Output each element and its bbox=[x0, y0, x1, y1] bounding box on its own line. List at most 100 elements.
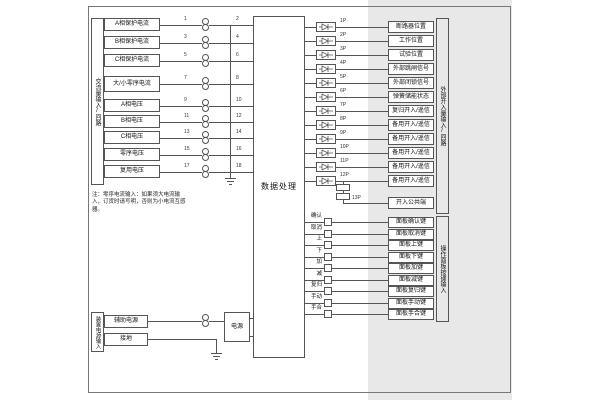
wire bbox=[209, 25, 253, 26]
push-button-icon bbox=[324, 264, 332, 272]
panel-key-name: 确认 bbox=[310, 213, 322, 219]
diode-icon bbox=[319, 93, 333, 101]
wire bbox=[209, 61, 253, 62]
ac-input-group-label: 交流量输入/回路 bbox=[91, 18, 104, 185]
push-button-icon bbox=[324, 310, 332, 318]
wire bbox=[336, 41, 388, 42]
panel-key-label: 面板确认键 bbox=[388, 217, 434, 228]
terminal-label: 2P bbox=[340, 32, 347, 38]
di-label: 备用开入/遥信 bbox=[388, 147, 434, 159]
opto-isolator bbox=[316, 36, 336, 46]
panel-key-name: 手动 bbox=[310, 294, 322, 300]
wire bbox=[305, 83, 316, 84]
wire bbox=[336, 139, 388, 140]
wire bbox=[336, 27, 388, 28]
ac-input-label: C相保护电流 bbox=[104, 54, 160, 67]
terminal-label: 10 bbox=[236, 97, 242, 103]
wire bbox=[336, 181, 388, 182]
panel-key-label: 面板手动键 bbox=[388, 298, 434, 309]
footnote: 注：零序电流输入：如果须大电流输入，订货时请写明，否则为小电流互感器。 bbox=[92, 192, 186, 213]
wire bbox=[336, 167, 388, 168]
page-frame bbox=[88, 6, 511, 393]
wire bbox=[305, 111, 316, 112]
terminal-label: 11 bbox=[184, 113, 190, 119]
wire bbox=[305, 69, 316, 70]
panel-key-label: 面板减键 bbox=[388, 275, 434, 286]
wire bbox=[160, 106, 202, 107]
terminal-label: 9P bbox=[340, 130, 347, 136]
terminal-label: 5P bbox=[340, 74, 347, 80]
terminal-label: 10P bbox=[340, 144, 349, 150]
opto-isolator bbox=[316, 78, 336, 88]
wire bbox=[332, 303, 388, 304]
terminal-label: 7 bbox=[184, 75, 187, 81]
opto-isolator bbox=[316, 176, 336, 186]
push-button-icon bbox=[324, 287, 332, 295]
opto-isolator bbox=[316, 148, 336, 158]
wire bbox=[305, 245, 324, 246]
panel-key-name: 加 bbox=[316, 259, 322, 265]
wire bbox=[250, 318, 253, 319]
wire bbox=[332, 234, 388, 235]
wire bbox=[305, 27, 316, 28]
wire bbox=[209, 138, 253, 139]
push-button-icon bbox=[324, 241, 332, 249]
di-label: 备用开入/遥信 bbox=[388, 133, 434, 145]
terminal-label: 5 bbox=[184, 52, 187, 58]
wire bbox=[332, 257, 388, 258]
wire bbox=[209, 122, 253, 123]
power-input-group-label: 装置电源输入 bbox=[91, 312, 104, 352]
di-label: 备用开入/遥信 bbox=[388, 175, 434, 187]
terminal-label: 1P bbox=[340, 18, 347, 24]
panel-key-name: 复归 bbox=[310, 282, 322, 288]
push-button-icon bbox=[324, 253, 332, 261]
link-box bbox=[336, 184, 350, 191]
diode-icon bbox=[319, 163, 333, 171]
wire bbox=[305, 257, 324, 258]
ct-symbol bbox=[202, 320, 209, 327]
wire bbox=[160, 43, 202, 44]
ct-symbol bbox=[202, 121, 209, 128]
wire bbox=[332, 314, 388, 315]
terminal-label: 12 bbox=[236, 113, 242, 119]
wire bbox=[336, 153, 388, 154]
wire bbox=[305, 181, 316, 182]
wire bbox=[213, 356, 220, 357]
wire bbox=[160, 172, 202, 173]
ac-input-label: B相电压 bbox=[104, 115, 160, 128]
panel-key-name: 减 bbox=[316, 271, 322, 277]
wire bbox=[230, 25, 231, 175]
diode-icon bbox=[319, 23, 333, 31]
power-row-label: 辅助电源 bbox=[104, 315, 148, 328]
panel-key-label: 面板加键 bbox=[388, 263, 434, 274]
wire bbox=[216, 339, 217, 353]
digital-input-group-label: 外部开入量输入/回路 bbox=[436, 18, 449, 214]
wire bbox=[336, 125, 388, 126]
wire bbox=[332, 280, 388, 281]
terminal-label: 4P bbox=[340, 60, 347, 66]
di-label: 工作位置 bbox=[388, 35, 434, 47]
di-label: 弹簧储能状态 bbox=[388, 91, 434, 103]
wire bbox=[305, 314, 324, 315]
terminal-label: 2 bbox=[236, 16, 239, 22]
wire bbox=[343, 203, 388, 204]
wire bbox=[160, 122, 202, 123]
power-supply-box: 电源 bbox=[224, 312, 250, 342]
wire bbox=[336, 97, 388, 98]
wire bbox=[160, 84, 202, 85]
terminal-label: 14 bbox=[236, 129, 242, 135]
di-label: 备用开入/遥信 bbox=[388, 119, 434, 131]
opto-isolator bbox=[316, 106, 336, 116]
ct-symbol bbox=[202, 137, 209, 144]
ct-symbol bbox=[202, 105, 209, 112]
wire bbox=[160, 155, 202, 156]
wire bbox=[209, 43, 253, 44]
ac-input-label: 复用电压 bbox=[104, 165, 160, 178]
wire bbox=[305, 234, 324, 235]
wire bbox=[336, 69, 388, 70]
wire bbox=[305, 222, 324, 223]
diode-icon bbox=[319, 177, 333, 185]
diode-icon bbox=[319, 121, 333, 129]
diode-icon bbox=[319, 79, 333, 87]
